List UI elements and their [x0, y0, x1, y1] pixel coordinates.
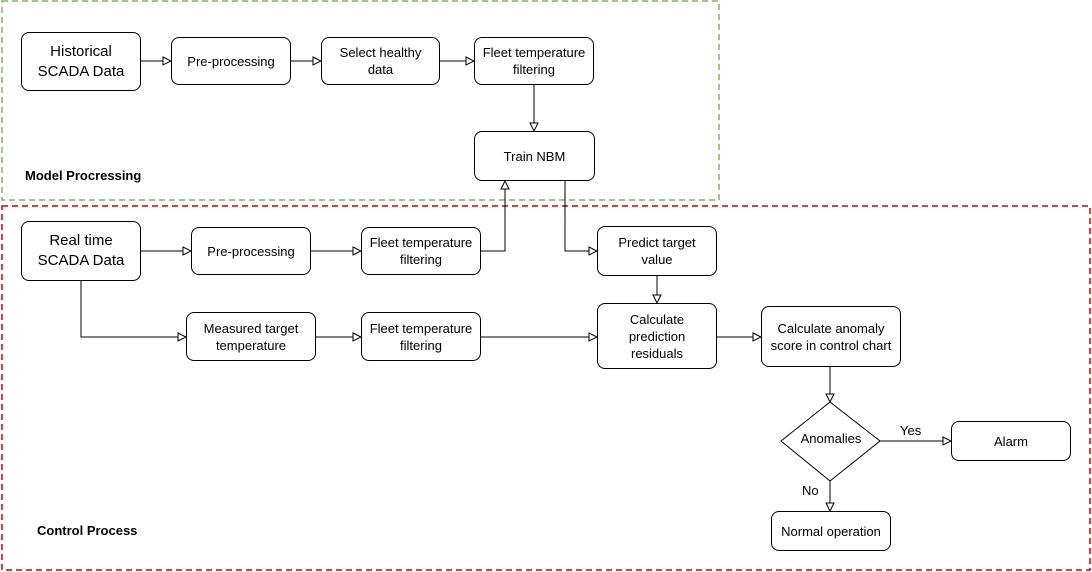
control-process-label: Control Process [37, 523, 138, 538]
train-nbm-node: Train NBM [474, 131, 595, 181]
measured-target-temperature-node: Measured target temperature [186, 312, 316, 361]
no-edge-label: No [802, 483, 819, 498]
edge-fleet-filter-2-to-train-nbm [481, 181, 505, 252]
calculate-anomaly-score-node: Calculate anomaly score in control chart [761, 306, 901, 367]
fleet-temperature-filtering-node-1: Fleet temperature filtering [474, 37, 594, 85]
fleet-temperature-filtering-node-2: Fleet temperature filtering [361, 227, 481, 275]
select-healthy-data-node: Select healthy data [321, 37, 440, 85]
control-process-region [1, 205, 1091, 571]
normal-operation-node: Normal operation [771, 511, 891, 551]
edge-train-nbm-to-predict-target [564, 181, 597, 251]
preprocessing-node-2: Pre-processing [191, 227, 311, 275]
realtime-scada-data-node: Real time SCADA Data [21, 221, 141, 281]
predict-target-value-node: Predict target value [597, 226, 717, 276]
edge-realtime-to-measured-target [80, 281, 186, 337]
model-processing-region [1, 0, 720, 201]
preprocessing-node-1: Pre-processing [171, 37, 291, 85]
anomalies-decision-label: Anomalies [800, 431, 862, 446]
anomalies-decision-diamond [780, 401, 881, 482]
fleet-temperature-filtering-node-3: Fleet temperature filtering [361, 312, 481, 361]
alarm-node: Alarm [951, 421, 1071, 461]
model-processing-label: Model Procressing [25, 168, 142, 183]
historical-scada-data-node: Historical SCADA Data [21, 32, 141, 91]
calculate-prediction-residuals-node: Calculate prediction residuals [597, 303, 717, 369]
yes-edge-label: Yes [900, 423, 922, 438]
